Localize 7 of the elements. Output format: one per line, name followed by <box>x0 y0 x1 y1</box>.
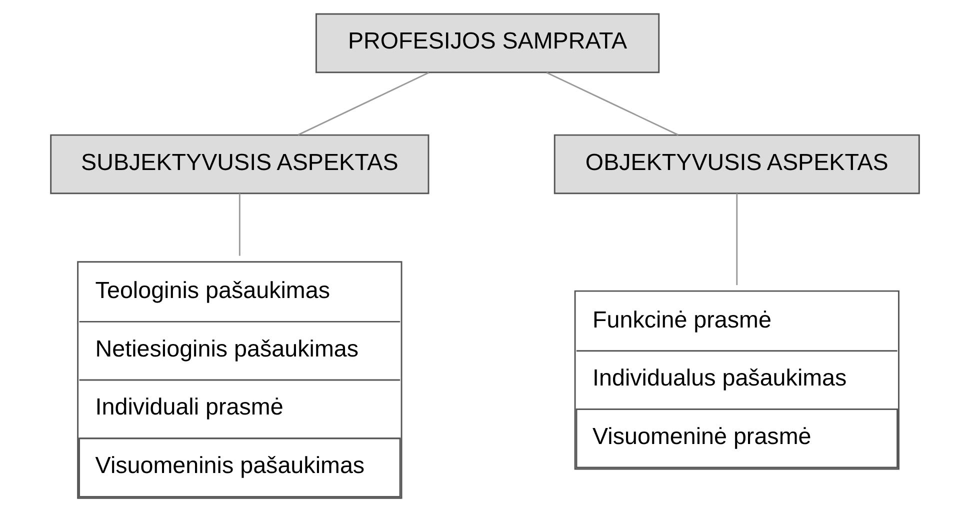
connector <box>546 72 679 136</box>
node-box: SUBJEKTYVUSIS ASPEKTAS <box>50 134 430 194</box>
node-box: OBJEKTYVUSIS ASPEKTAS <box>554 134 920 194</box>
connector <box>238 194 240 256</box>
connector <box>298 72 430 136</box>
connector <box>736 194 738 286</box>
node-box: PROFESIJOS SAMPRATA <box>316 13 660 74</box>
